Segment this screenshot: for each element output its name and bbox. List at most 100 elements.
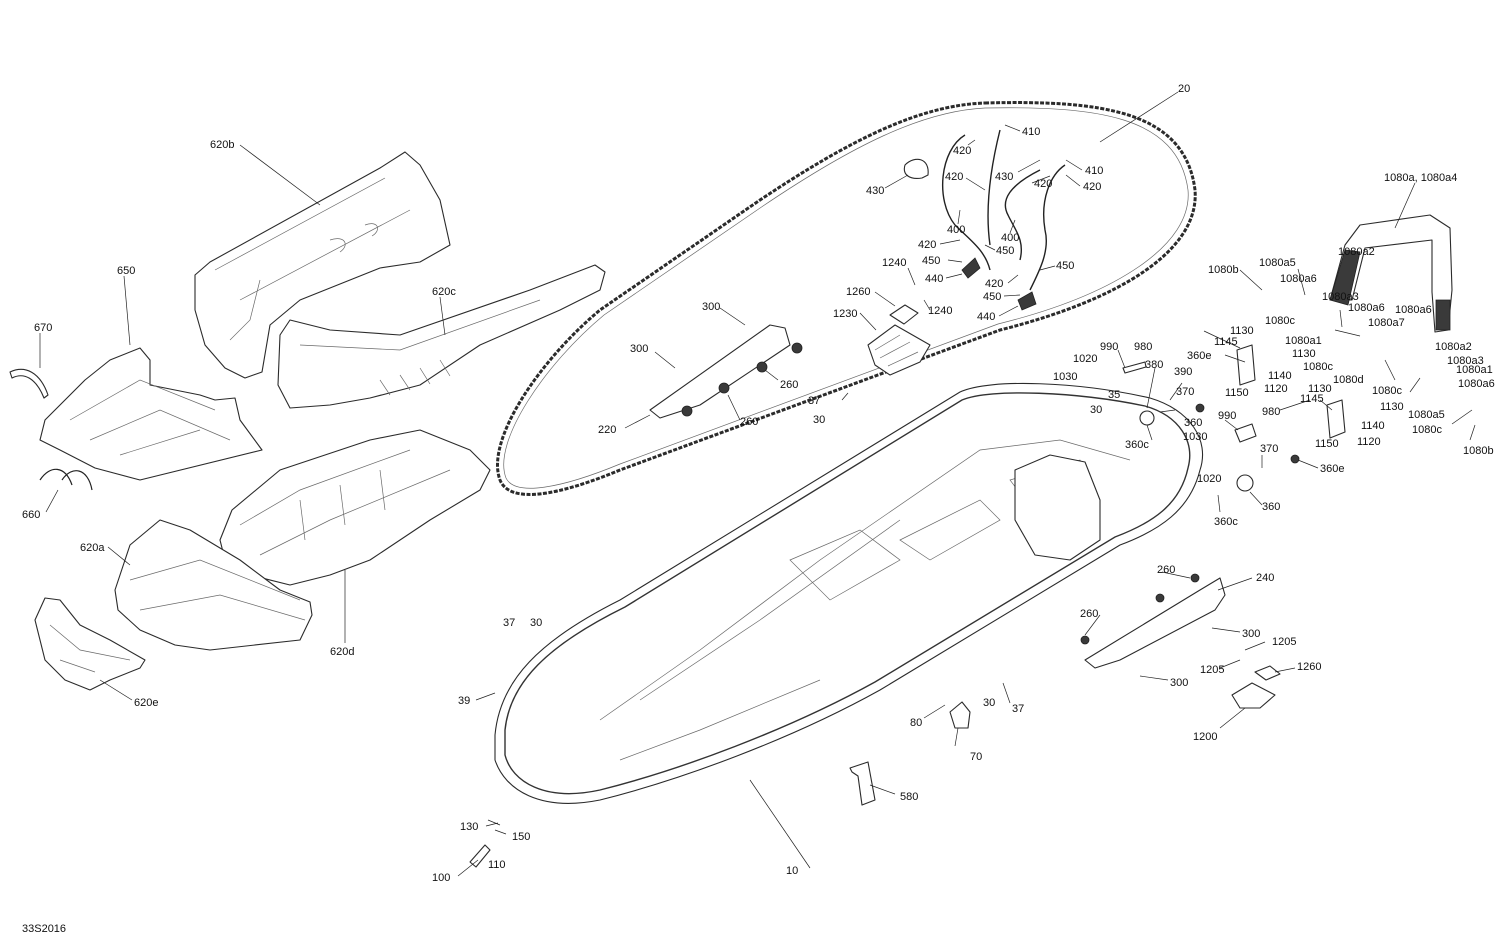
callout-360e: 360e (1187, 350, 1211, 362)
callout-37: 37 (503, 617, 515, 629)
callout-300: 300 (1242, 628, 1260, 640)
callout-420: 420 (1083, 181, 1101, 193)
part-240-rail (1084, 577, 1226, 669)
callout-660: 660 (22, 509, 40, 521)
callout-1080a6: 1080a6 (1458, 378, 1495, 390)
callout-1080a5: 1080a5 (1259, 257, 1296, 269)
part-260-c (718, 382, 730, 394)
callout-260: 260 (740, 416, 758, 428)
callout-1130: 1130 (1380, 401, 1404, 413)
part-10-hull-stern-box (1014, 454, 1101, 561)
callout-620a: 620a (80, 542, 105, 554)
callout-300: 300 (630, 343, 648, 355)
callout-1080a2: 1080a2 (1435, 341, 1472, 353)
part-620c (277, 264, 606, 409)
callout-440: 440 (977, 311, 995, 323)
callout-620b: 620b (210, 139, 234, 151)
part-620d (219, 429, 491, 586)
part-620a-detail (129, 559, 306, 621)
callout-20: 20 (1178, 83, 1190, 95)
part-1230-pad (867, 324, 931, 376)
part-260-b (756, 361, 768, 373)
callout-220: 220 (598, 424, 616, 436)
callout-1080d: 1080d (1333, 374, 1364, 386)
callout-240: 240 (1256, 572, 1274, 584)
part-620a (114, 519, 313, 651)
callout-1240: 1240 (882, 257, 906, 269)
callout-1150: 1150 (1225, 387, 1249, 399)
callout-1260: 1260 (846, 286, 870, 298)
part-130 (487, 819, 507, 835)
callout-1130: 1130 (1230, 325, 1254, 337)
callout-980: 980 (1262, 406, 1280, 418)
part-260-d (681, 405, 693, 417)
part-620e-detail (49, 624, 131, 673)
part-10-hull (494, 382, 1204, 804)
part-10-hull-interior (599, 439, 1131, 761)
callout-1080c: 1080c (1265, 315, 1295, 327)
part-20-gasket (496, 101, 1197, 496)
part-70 (949, 701, 971, 729)
part-620b-detail (214, 177, 411, 341)
callout-1020: 1020 (1197, 473, 1221, 485)
callout-410: 410 (1022, 126, 1040, 138)
part-220-rail (649, 324, 791, 419)
callout-360: 360 (1262, 501, 1280, 513)
callout-980: 980 (1134, 341, 1152, 353)
part-1260-plate-b (1254, 665, 1281, 681)
callout-420: 420 (945, 171, 963, 183)
callout-1080a7: 1080a7 (1368, 317, 1405, 329)
callout-260: 260 (780, 379, 798, 391)
callout-1080a3: 1080a3 (1322, 291, 1359, 303)
callout-670: 670 (34, 322, 52, 334)
callout-1140: 1140 (1361, 420, 1385, 432)
part-260-g (1080, 635, 1090, 645)
part-1260-plate (889, 304, 919, 325)
callout-1080a6: 1080a6 (1280, 273, 1317, 285)
callout-1080c: 1080c (1372, 385, 1402, 397)
callout-300: 300 (702, 301, 720, 313)
callout-35: 35 (1108, 389, 1120, 401)
part-660 (39, 468, 93, 491)
part-360e-b (1290, 454, 1300, 464)
part-1080-grip-a (1329, 249, 1361, 306)
part-260-a (791, 342, 803, 354)
part-1200-pad (1231, 682, 1276, 709)
part-260-e (1190, 573, 1200, 583)
callout-1120: 1120 (1264, 383, 1288, 395)
callout-990: 990 (1100, 341, 1118, 353)
callout-430: 430 (995, 171, 1013, 183)
part-440-fitting-b (1017, 291, 1037, 311)
callout-1200: 1200 (1193, 731, 1217, 743)
callout-440: 440 (925, 273, 943, 285)
callout-370: 370 (1176, 386, 1194, 398)
callout-420: 420 (953, 145, 971, 157)
callout-1140: 1140 (1268, 370, 1292, 382)
callout-1080a: 1080a, 1080a4 (1384, 172, 1457, 184)
part-260-f (1155, 593, 1165, 603)
callout-400: 400 (947, 224, 965, 236)
callout-30: 30 (813, 414, 825, 426)
callout-1080a3: 1080a3 (1447, 355, 1484, 367)
callout-110: 110 (488, 859, 506, 871)
part-620b (194, 151, 451, 379)
part-1120-bracket-b (1326, 399, 1346, 439)
callout-360e: 360e (1320, 463, 1344, 475)
callout-1130: 1130 (1292, 348, 1316, 360)
callout-1080a1: 1080a1 (1456, 364, 1493, 376)
part-620c-detail (299, 299, 541, 396)
callout-1030: 1030 (1053, 371, 1077, 383)
callout-1080a1: 1080a1 (1285, 335, 1322, 347)
callout-420: 420 (985, 278, 1003, 290)
part-400-hose-a (942, 129, 1001, 271)
callout-70: 70 (970, 751, 982, 763)
part-670 (9, 368, 49, 399)
callout-30: 30 (1090, 404, 1102, 416)
callout-400: 400 (1001, 232, 1019, 244)
part-360-b (1236, 474, 1254, 492)
callout-430: 430 (866, 185, 884, 197)
callout-360c: 360c (1125, 439, 1149, 451)
callout-37: 37 (1012, 703, 1024, 715)
callout-1205: 1205 (1272, 636, 1296, 648)
callout-620c: 620c (432, 286, 456, 298)
